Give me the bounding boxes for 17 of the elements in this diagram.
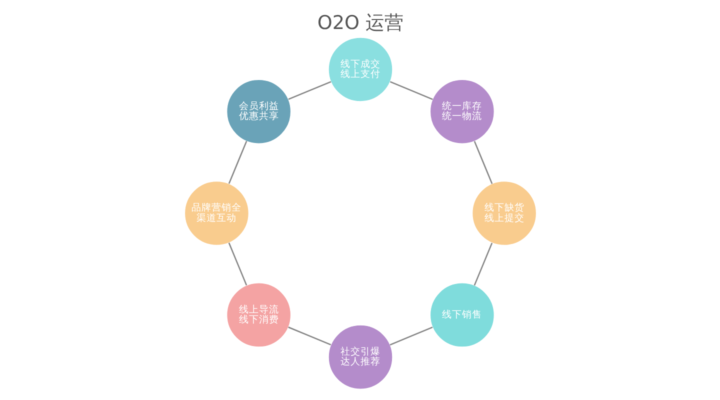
node-circle: 品牌营销全渠道互动 (184, 180, 249, 246)
connector (228, 242, 247, 286)
node-circle: 统一库存统一物流 (429, 79, 494, 144)
node-circle: 线下销售 (429, 282, 494, 348)
diagram-title: O2O 运营 (316, 12, 404, 34)
connector (288, 326, 331, 346)
node-circle: 线上导流线下消费 (226, 282, 291, 348)
node-circle: 社交引爆达人推荐 (328, 324, 392, 390)
node-circle: 会员利益优惠共享 (226, 79, 291, 144)
connector (473, 141, 492, 184)
connector (228, 140, 247, 184)
connector (389, 81, 432, 100)
node-circle: 线下成交线上支付 (328, 37, 392, 102)
connector (473, 242, 492, 286)
connector (389, 326, 432, 346)
connector (288, 81, 331, 100)
node-circle: 线下缺货线上提交 (471, 180, 536, 246)
